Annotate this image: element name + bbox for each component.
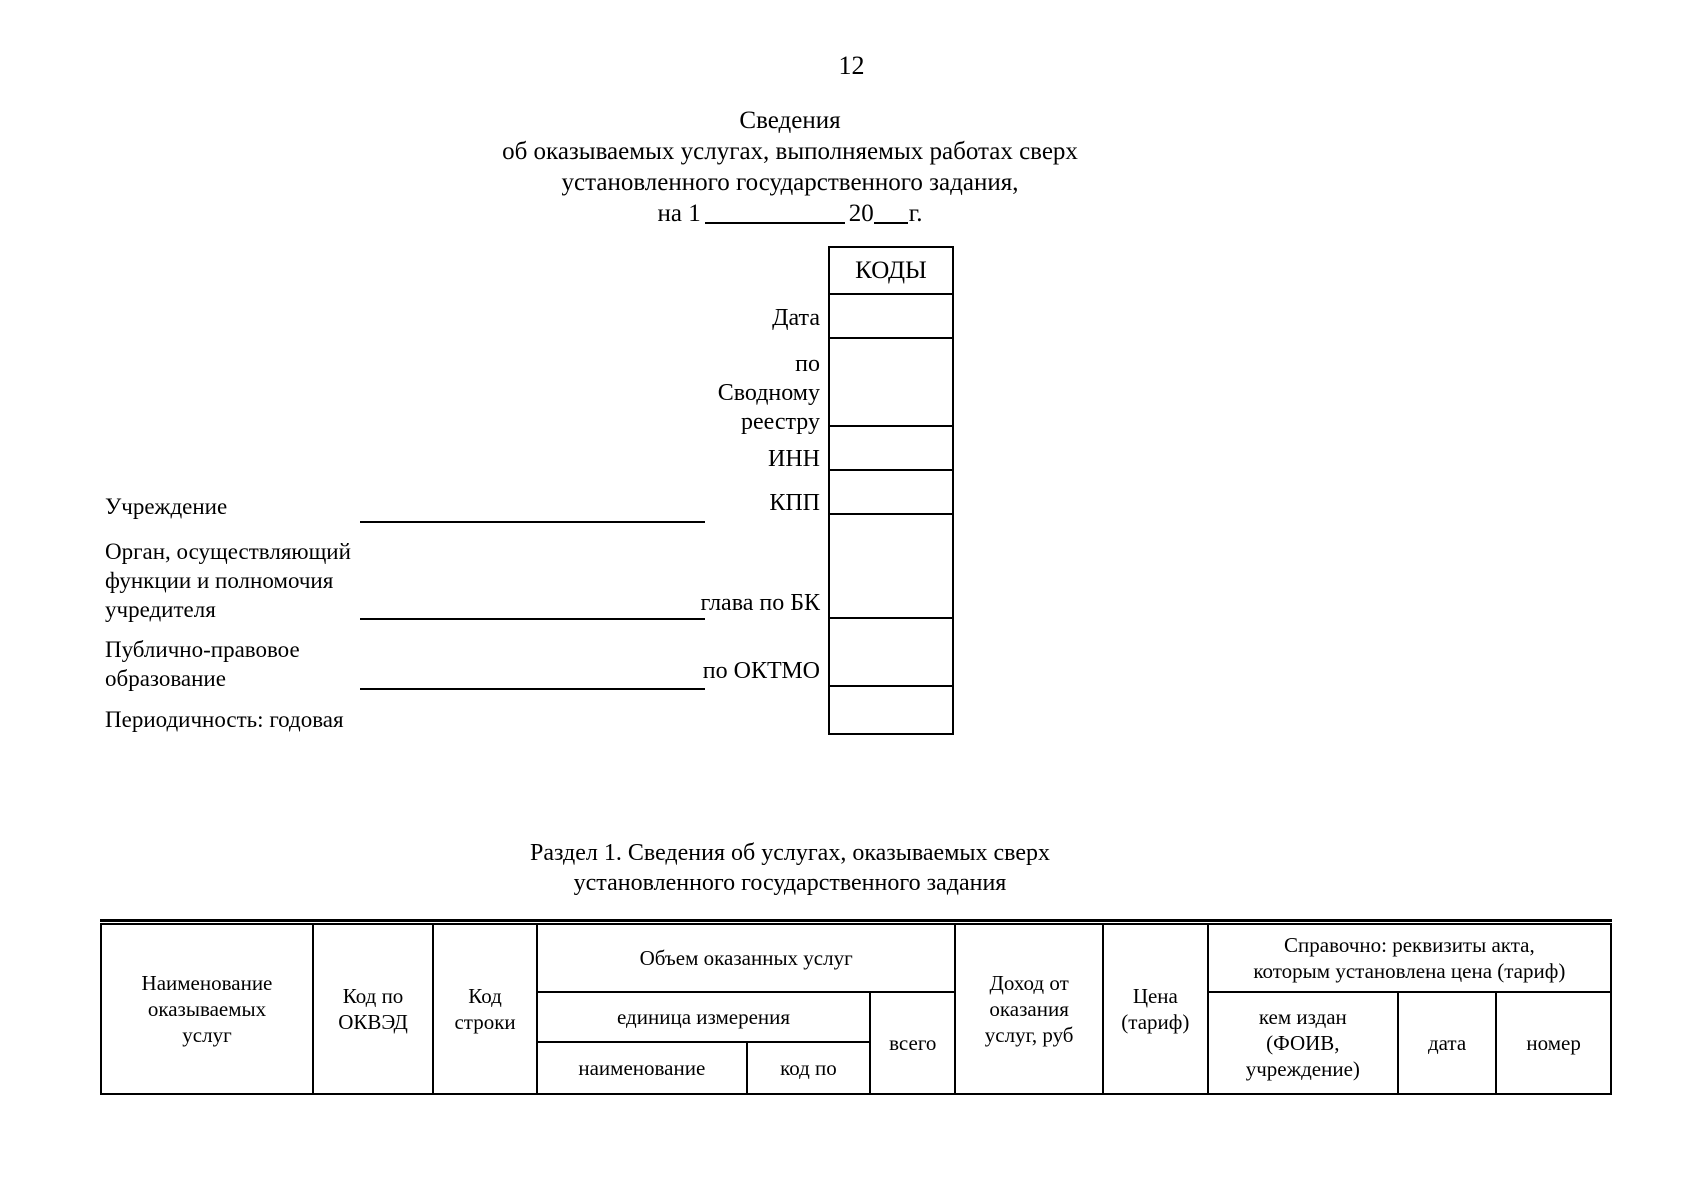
th-income-l3: услуг, руб (984, 1023, 1074, 1047)
th-row-code-l1: Код (468, 984, 502, 1008)
services-table-container: Наименование оказываемых услуг Код по ОК… (100, 923, 1613, 1095)
th-reference-act-l2: которым установлена цена (тариф) (1253, 959, 1566, 983)
th-row-code-l2: строки (454, 1010, 516, 1034)
th-service-name-l2: оказываемых (147, 997, 267, 1021)
code-label-bk-chapter: глава по БК (700, 590, 820, 616)
th-unit-code: код по (745, 1041, 872, 1095)
table-top-rule (100, 919, 1612, 922)
page-number: 12 (838, 51, 865, 80)
code-label-oktmo: по ОКТМО (702, 658, 820, 684)
codes-cell-bk-chapter[interactable] (830, 515, 952, 619)
codes-box: КОДЫ (828, 246, 954, 735)
code-label-date: Дата (772, 305, 820, 331)
label-founder-body: Орган, осуществляющий функции и полномоч… (105, 537, 375, 624)
th-unit-of-measure: единица измерения (535, 991, 872, 1043)
th-issuer-l1: кем издан (1258, 1005, 1347, 1029)
th-price-tariff-l1: Цена (1132, 984, 1178, 1008)
label-founder-body-l2: функции и полномочия (105, 568, 334, 593)
document-title: Сведения об оказываемых услугах, выполня… (430, 105, 1150, 229)
codes-cell-date[interactable] (830, 295, 952, 339)
title-line-1: Сведения (739, 107, 841, 134)
section-heading-line-1: Раздел 1. Сведения об услугах, оказываем… (529, 840, 1051, 866)
th-issuer-l3: учреждение) (1245, 1057, 1360, 1081)
th-income-l2: оказания (989, 997, 1069, 1021)
th-price-tariff-l2: (тариф) (1121, 1010, 1190, 1034)
th-income: Доход от оказания услуг, руб (954, 923, 1104, 1095)
th-service-name-l3: услуг (182, 1023, 232, 1047)
label-public-entity-l1: Публично-правовое (105, 637, 300, 662)
th-reference-act: Справочно: реквизиты акта, которым устан… (1206, 923, 1613, 993)
th-price-tariff: Цена (тариф) (1101, 923, 1209, 1095)
th-row-code: Код строки (432, 923, 538, 1095)
label-periodicity: Периодичность: годовая (105, 707, 344, 732)
table-header-row-bottom: наименование код по (101, 1041, 1611, 1095)
code-label-kpp: КПП (769, 490, 820, 516)
codes-cell-inn[interactable] (830, 427, 952, 471)
codes-cell-consolidated-registry[interactable] (830, 339, 952, 427)
th-issuer-l2: (ФОИВ, (1266, 1031, 1340, 1055)
codes-cell-extra[interactable] (830, 687, 952, 733)
th-reference-act-l1: Справочно: реквизиты акта, (1284, 933, 1535, 957)
services-table: Наименование оказываемых услуг Код по ОК… (100, 923, 1613, 1095)
th-service-name: Наименование оказываемых услуг (100, 923, 314, 1095)
th-okved-code-l1: Код по (342, 984, 404, 1008)
code-label-inn: ИНН (768, 446, 820, 472)
th-volume-of-services: Объем оказанных услуг (535, 923, 957, 993)
title-line-2: об оказываемых услугах, выполняемых рабо… (502, 138, 1078, 165)
th-income-l1: Доход от (989, 971, 1069, 995)
th-issuer: кем издан (ФОИВ, учреждение) (1206, 991, 1399, 1095)
label-institution: Учреждение (105, 494, 228, 519)
th-act-date: дата (1396, 991, 1498, 1095)
public-entity-input-rule[interactable] (360, 688, 705, 690)
table-header-row-middle: единица измерения всего кем издан (ФОИВ,… (101, 991, 1612, 1095)
title-line-3: установленного государственного задания, (561, 169, 1019, 196)
table-header-row-top: Наименование оказываемых услуг Код по ОК… (100, 923, 1613, 1095)
th-service-name-l1: Наименование (141, 971, 273, 995)
label-founder-body-l3: учредителя (105, 597, 216, 622)
code-label-consolidated-registry-l3: реестру (740, 409, 820, 435)
year-blank-line[interactable] (873, 222, 908, 224)
section-heading: Раздел 1. Сведения об услугах, оказываем… (430, 838, 1150, 898)
th-okved-code-l2: ОКВЭД (338, 1010, 408, 1034)
codes-cell-oktmo[interactable] (830, 619, 952, 687)
title-period-line: на 1 20 г. (430, 198, 1150, 229)
title-period-year: 20 (848, 200, 874, 227)
institution-input-rule[interactable] (360, 521, 705, 523)
codes-cell-kpp[interactable] (830, 471, 952, 515)
codes-box-header: КОДЫ (830, 248, 952, 295)
code-label-consolidated-registry-l2: Сводному (717, 380, 820, 406)
month-blank-line[interactable] (704, 222, 845, 224)
code-label-consolidated-registry: по Сводному реестру (560, 350, 820, 437)
founder-input-rule[interactable] (360, 618, 705, 620)
section-heading-line-2: установленного государственного задания (573, 870, 1007, 896)
th-unit-name: наименование (535, 1041, 748, 1095)
th-total: всего (869, 991, 957, 1095)
code-label-consolidated-registry-l1: по (795, 351, 820, 377)
th-okved-code: Код по ОКВЭД (311, 923, 435, 1095)
th-act-number: номер (1495, 991, 1612, 1095)
title-period-suffix: г. (908, 200, 923, 227)
label-public-entity: Публично-правовое образование (105, 635, 375, 693)
label-public-entity-l2: образование (105, 666, 226, 691)
label-founder-body-l1: Орган, осуществляющий (105, 539, 351, 564)
title-period-prefix: на 1 (657, 200, 701, 227)
